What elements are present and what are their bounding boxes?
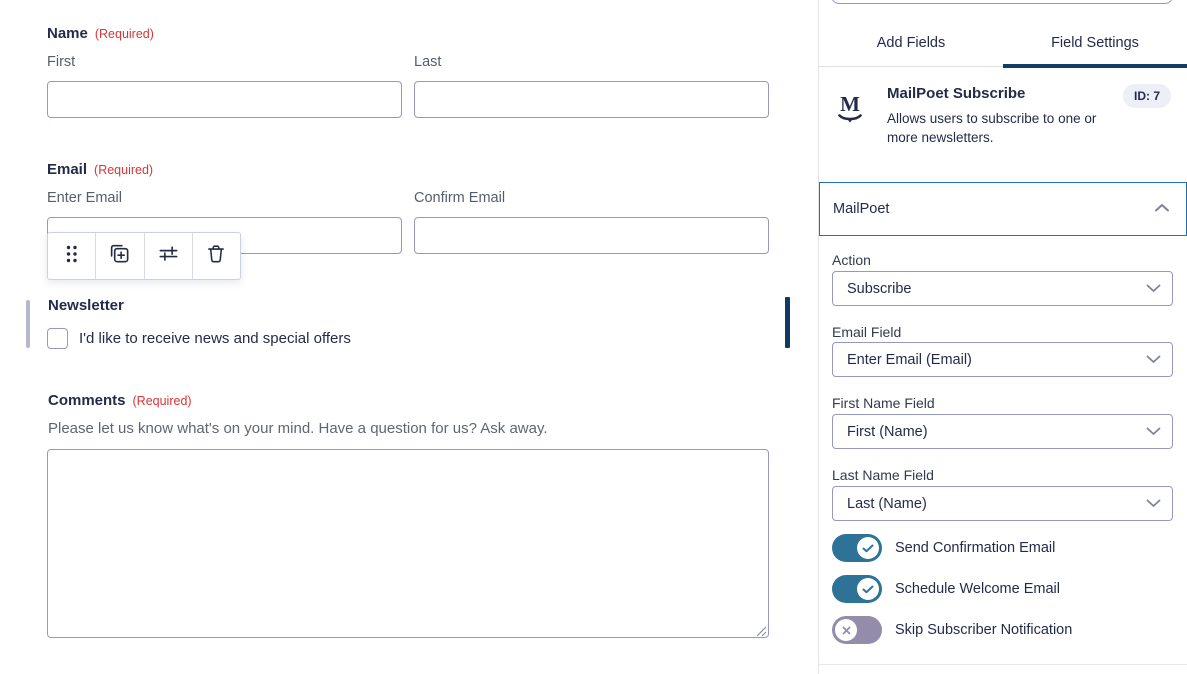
field-type-title: MailPoet Subscribe (887, 85, 1026, 102)
chevron-down-icon (1146, 496, 1161, 512)
first-name-field-select-value: First (Name) (847, 423, 928, 440)
schedule-welcome-email-toggle[interactable] (832, 575, 882, 603)
toggle-check-icon (857, 537, 879, 559)
duplicate-field-button[interactable] (95, 233, 143, 279)
name-required-indicator: (Required) (94, 27, 154, 41)
email-field-label: Email (47, 161, 88, 178)
trash-icon (205, 243, 227, 270)
sidebar-bottom-divider (819, 664, 1187, 665)
accordion-title: MailPoet (833, 201, 890, 217)
duplicate-icon (108, 242, 131, 270)
send-confirmation-email-label: Send Confirmation Email (895, 540, 1056, 556)
toggle-check-icon (857, 578, 879, 600)
comments-field-label-row: Comments (Required) (48, 392, 192, 410)
toggle-cross-icon (835, 619, 857, 641)
newsletter-checkbox-label: I'd like to receive news and special off… (79, 330, 351, 347)
last-name-input[interactable] (414, 81, 769, 118)
email-field-label-row: Email (Required) (47, 161, 153, 179)
comments-textarea[interactable] (47, 449, 769, 638)
email-field-select-value: Enter Email (Email) (847, 351, 972, 368)
drag-handle[interactable] (48, 233, 95, 279)
last-name-field-select-value: Last (Name) (847, 495, 927, 512)
chevron-up-icon (1154, 200, 1170, 218)
selected-field-indicator[interactable] (785, 297, 790, 348)
send-confirmation-email-toggle[interactable] (832, 534, 882, 562)
name-field-label-row: Name (Required) (47, 25, 154, 43)
name-field-label: Name (47, 25, 88, 42)
last-sublabel: Last (414, 54, 442, 70)
newsletter-field-label: Newsletter (48, 297, 124, 314)
comments-required-indicator: (Required) (132, 394, 192, 408)
skip-subscriber-notification-label: Skip Subscriber Notification (895, 622, 1073, 638)
field-toolbar (47, 232, 241, 280)
tab-add-fields[interactable]: Add Fields (876, 35, 946, 51)
enter-email-sublabel: Enter Email (47, 190, 122, 206)
schedule-welcome-email-label: Schedule Welcome Email (895, 581, 1060, 597)
email-field-select[interactable]: Enter Email (Email) (832, 342, 1173, 377)
email-required-indicator: (Required) (94, 163, 154, 177)
field-type-description: Allows users to subscribe to one or more… (887, 111, 1097, 145)
send-confirmation-email-row: Send Confirmation Email (832, 534, 1055, 562)
delete-field-button[interactable] (191, 233, 240, 279)
comments-field-label: Comments (48, 392, 126, 409)
first-name-field-select[interactable]: First (Name) (832, 414, 1173, 449)
comments-description: Please let us know what's on your mind. … (48, 420, 548, 437)
confirm-email-sublabel: Confirm Email (414, 190, 506, 206)
sidebar-tabs: Add Fields Field Settings (819, 0, 1187, 68)
schedule-welcome-email-row: Schedule Welcome Email (832, 575, 1060, 603)
action-label: Action (832, 252, 871, 268)
drag-handle-icon (64, 243, 79, 270)
action-select-value: Subscribe (847, 280, 912, 297)
field-settings-button[interactable] (143, 233, 192, 279)
first-name-input[interactable] (47, 81, 402, 118)
confirm-email-input[interactable] (414, 217, 769, 254)
field-id-badge: ID: 7 (1122, 84, 1171, 108)
mailpoet-logo-icon: M (835, 94, 865, 126)
selected-field-left-indicator (26, 300, 30, 348)
last-name-field-label: Last Name Field (832, 467, 934, 483)
skip-subscriber-notification-toggle[interactable] (832, 616, 882, 644)
mailpoet-accordion-header[interactable]: MailPoet (819, 182, 1187, 236)
skip-subscriber-notification-row: Skip Subscriber Notification (832, 616, 1072, 644)
sliders-icon (157, 242, 180, 270)
form-preview-canvas: Name (Required) First Last Email (Required… (26, 25, 790, 638)
chevron-down-icon (1146, 281, 1161, 297)
first-sublabel: First (47, 54, 76, 70)
first-name-field-label: First Name Field (832, 395, 935, 411)
last-name-field-select[interactable]: Last (Name) (832, 486, 1173, 521)
chevron-down-icon (1146, 424, 1161, 440)
editor-sidebar: Add Fields Field Settings M MailPoet Sub… (818, 0, 1187, 674)
newsletter-checkbox[interactable] (47, 328, 68, 349)
tab-field-settings[interactable]: Field Settings (1003, 35, 1187, 68)
chevron-down-icon (1146, 352, 1161, 368)
action-select[interactable]: Subscribe (832, 271, 1173, 306)
email-field-label: Email Field (832, 324, 902, 340)
